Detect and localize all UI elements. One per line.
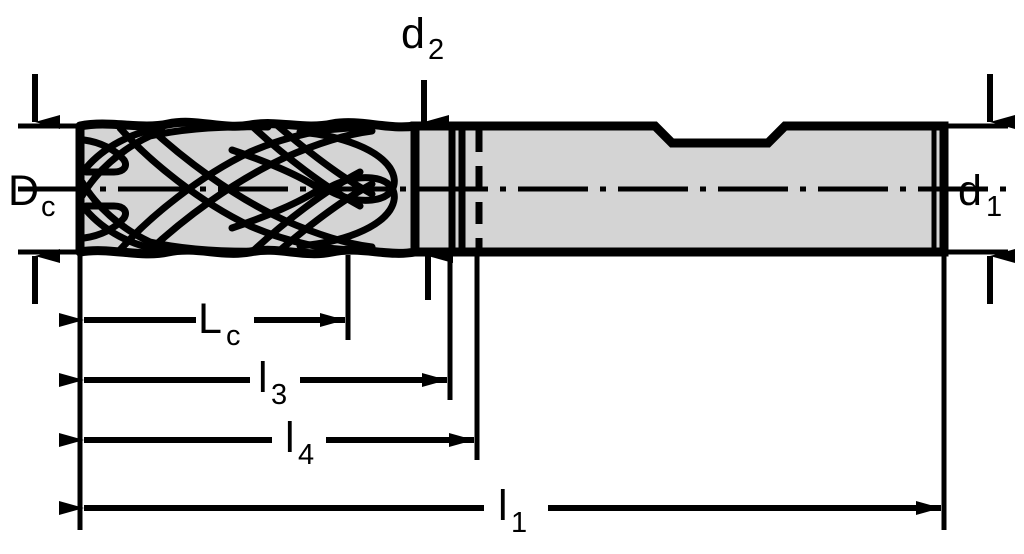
l3-label-main: l (258, 354, 268, 402)
dimension-label-l3: l 3 (258, 354, 287, 411)
d1-label-main: d (958, 167, 982, 215)
dimension-label-l1: l 1 (498, 482, 527, 539)
flute-runout-lower (296, 174, 398, 250)
l1-label-subscript: 1 (511, 507, 527, 539)
horizontal-dimension-lines (59, 313, 941, 515)
end-tooth-relief-upper (80, 136, 129, 176)
lc-label-main: L (198, 295, 222, 343)
dc-label-subscript: c (41, 191, 56, 223)
flute-helix-lower-4 (144, 126, 376, 251)
dimension-label-lc: L c (198, 295, 241, 352)
vertical-dimension-arrows (32, 74, 1015, 304)
flute-helix-lower-3 (116, 126, 370, 252)
d2-label-subscript: 2 (428, 34, 444, 66)
dimension-label-dc: D c (8, 167, 56, 223)
flute-helix-upper-4 (144, 127, 376, 252)
flute-runout-tail-upper (228, 146, 322, 192)
flute-helix-group (80, 126, 398, 252)
dc-label-main: D (8, 167, 39, 215)
lc-label-subscript: c (226, 320, 241, 352)
flute-helix-lower-2 (82, 206, 166, 252)
l3-label-subscript: 3 (271, 379, 287, 411)
dimension-labels-group: D c d 2 d 1 L c l 3 l 4 l (8, 10, 1002, 539)
tool-body-group (18, 117, 1006, 259)
l1-label-main: l (498, 482, 508, 530)
l4-label-subscript: 4 (298, 439, 314, 471)
dimension-label-l4: l 4 (285, 414, 314, 471)
l4-label-main: l (285, 414, 295, 462)
d2-label-main: d (401, 10, 425, 58)
end-tooth-relief-lower (80, 202, 129, 242)
dimension-label-d2: d 2 (401, 10, 444, 66)
d1-label-subscript: 1 (986, 191, 1002, 223)
flute-helix-upper-3 (116, 126, 370, 252)
flute-runout-tail-lower (228, 186, 322, 232)
dimension-label-d1: d 1 (958, 167, 1002, 223)
flute-runout-upper (296, 128, 398, 204)
